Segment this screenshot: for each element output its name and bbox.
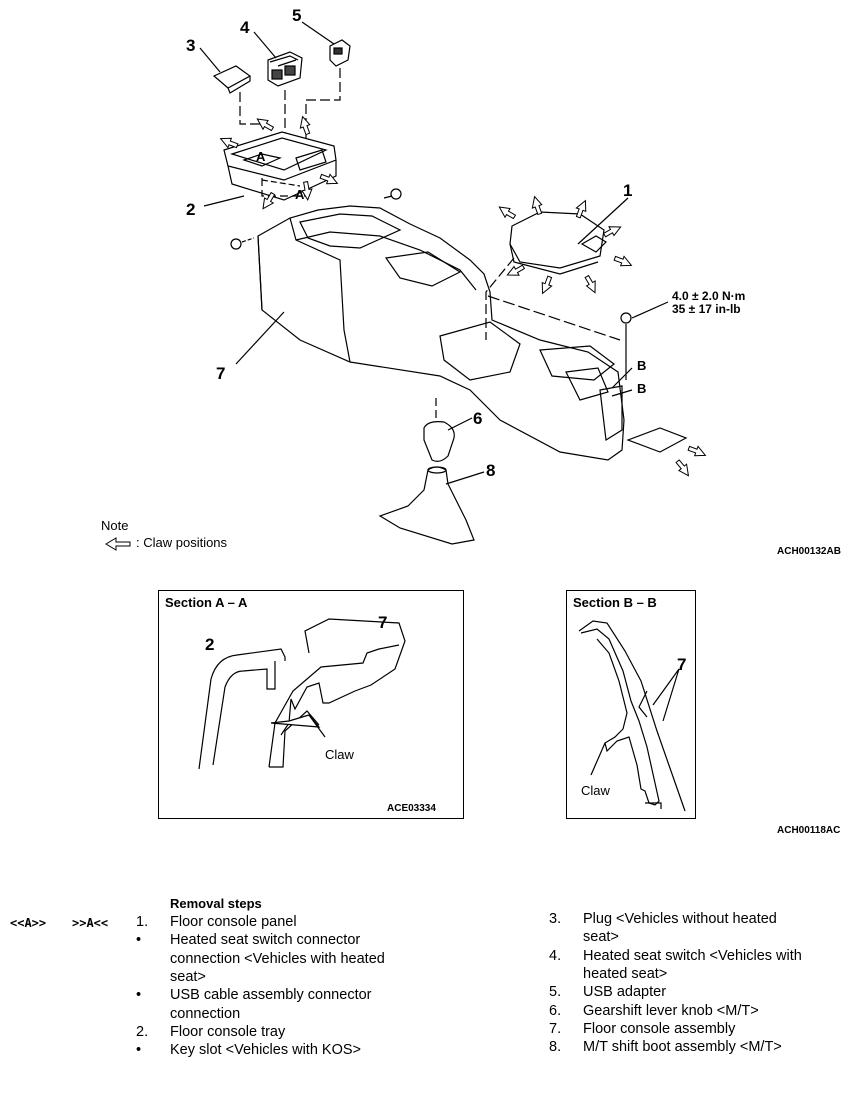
- removal-steps-heading: Removal steps: [170, 896, 262, 911]
- part-7-console-body: [257, 205, 625, 461]
- figure-code-section-a: ACE03334: [387, 803, 436, 814]
- step-text: Floor console panel: [170, 914, 297, 930]
- step-text: seat>: [583, 929, 619, 945]
- section-marker-a-top: A: [256, 149, 266, 164]
- step-number: 8.: [549, 1039, 562, 1055]
- section-marker-b-top: B: [637, 358, 647, 373]
- section-b-title: Section B – B: [573, 595, 657, 610]
- section-b-label-7: 7: [677, 655, 687, 674]
- claw-arrow: [301, 181, 313, 201]
- figure-code-sections: ACH00118AC: [777, 825, 841, 836]
- step-text: connection <Vehicles with heated: [170, 951, 385, 967]
- claw-arrow: [498, 206, 517, 220]
- callout-5: 5: [292, 6, 302, 25]
- step-text: Floor console assembly: [583, 1021, 736, 1037]
- note-legend: : Claw positions: [136, 535, 228, 550]
- step-text: Heated seat switch connector: [170, 932, 361, 948]
- step-text: USB cable assembly connector: [170, 987, 372, 1003]
- step-text: Heated seat switch <Vehicles with: [583, 948, 802, 964]
- claw-arrow: [262, 191, 276, 210]
- section-b-claw-label: Claw: [581, 783, 610, 798]
- section-a-claw-label: Claw: [325, 747, 354, 762]
- torque-nm: 4.0 ± 2.0 N·m: [672, 289, 746, 303]
- claw-arrow: [219, 137, 239, 149]
- callout-3: 3: [186, 36, 196, 55]
- step-text: Plug <Vehicles without heated: [583, 911, 777, 927]
- figure-code-main: ACH00132AB: [777, 546, 841, 557]
- claw-arrow: [602, 226, 622, 238]
- note-title: Note: [101, 518, 129, 533]
- step-bullet: •: [136, 932, 142, 948]
- claw-arrow: [319, 173, 339, 185]
- part-1-panel: [509, 211, 605, 269]
- step-bullet: •: [136, 987, 142, 1003]
- claw-arrow: [256, 118, 275, 132]
- callout-1: 1: [623, 181, 633, 200]
- section-a-box: Section A – A 2 7 Claw ACE03334: [158, 590, 464, 819]
- section-a-label-2: 2: [205, 635, 215, 654]
- section-marker-a-bottom: A: [295, 187, 305, 202]
- section-a-title: Section A – A: [165, 595, 248, 610]
- step-number: 7.: [549, 1021, 562, 1037]
- claw-arrow: [687, 445, 707, 457]
- service-point-marker-left: <<A>>: [10, 916, 47, 930]
- step-number: 4.: [549, 948, 562, 964]
- step-text: Key slot <Vehicles with KOS>: [170, 1042, 362, 1058]
- torque-spec: 4.0 ± 2.0 N·m 35 ± 17 in-lb: [672, 290, 745, 316]
- part-6-knob: [423, 421, 455, 462]
- callout-8: 8: [486, 461, 496, 480]
- bolt-left: [230, 238, 242, 250]
- step-number: 5.: [549, 984, 562, 1000]
- bolt-top: [390, 188, 402, 200]
- step-text: connection: [170, 1006, 241, 1022]
- claw-arrow: [675, 459, 690, 477]
- section-a-drawing: [198, 618, 406, 770]
- step-text: Gearshift lever knob <M/T>: [583, 1003, 759, 1019]
- callout-6: 6: [473, 409, 483, 428]
- claw-arrow: [575, 199, 587, 219]
- claw-arrow: [613, 255, 633, 267]
- callout-7: 7: [216, 364, 226, 383]
- claw-arrow: [541, 275, 553, 295]
- step-text: Floor console tray: [170, 1024, 286, 1040]
- torque-inlb: 35 ± 17 in-lb: [672, 302, 741, 316]
- section-a-label-7: 7: [378, 613, 388, 632]
- claw-arrow: [299, 115, 311, 136]
- claw-arrow: [531, 195, 543, 216]
- part-8-shift-boot: [378, 466, 475, 545]
- section-marker-b-bottom: B: [637, 381, 647, 396]
- step-text: seat>: [170, 969, 206, 985]
- section-b-drawing: [578, 620, 686, 812]
- callout-4: 4: [240, 18, 250, 37]
- step-text: M/T shift boot assembly <M/T>: [583, 1039, 782, 1055]
- note-claw-arrow: [105, 537, 131, 551]
- step-number: 1.: [136, 914, 149, 930]
- step-number: 3.: [549, 911, 562, 927]
- screw-right: [620, 312, 632, 324]
- service-point-marker-right: >>A<<: [72, 916, 109, 930]
- step-number: 6.: [549, 1003, 562, 1019]
- step-number: 2.: [136, 1024, 149, 1040]
- claw-arrow: [584, 274, 596, 294]
- section-b-box: Section B – B 7 Claw: [566, 590, 696, 819]
- step-text: USB adapter: [583, 984, 667, 1000]
- claw-arrow: [506, 264, 526, 276]
- callout-2: 2: [186, 200, 196, 219]
- step-text: heated seat>: [583, 966, 668, 982]
- step-bullet: •: [136, 1042, 142, 1058]
